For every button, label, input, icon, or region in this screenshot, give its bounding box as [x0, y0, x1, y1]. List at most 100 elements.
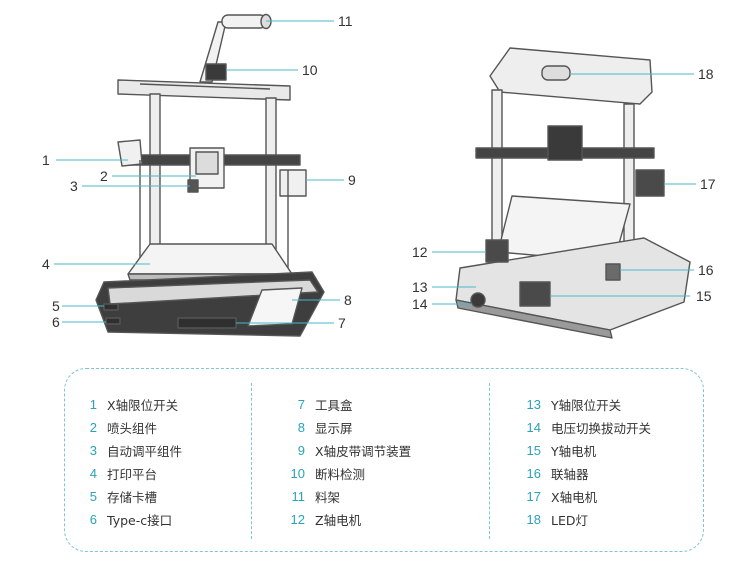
legend-number: 17	[526, 489, 541, 504]
legend-item: 1 X轴限位开关	[79, 393, 182, 416]
spool-holder-tube	[221, 14, 267, 29]
legend-number: 2	[89, 420, 97, 435]
callout-15: 15	[696, 288, 712, 304]
legend-label: LED灯	[551, 513, 588, 528]
back-base-side	[455, 299, 613, 339]
legend-label: 电压切换拔动开关	[551, 421, 652, 436]
legend-item: 16 联轴器	[523, 462, 651, 485]
legend-label: 喷头组件	[107, 421, 158, 436]
front-top-frame	[117, 79, 291, 101]
legend-item: 3 自动调平组件	[79, 439, 182, 462]
legend-number: 7	[297, 397, 305, 412]
front-card-slot	[103, 303, 119, 311]
back-y-motor	[519, 281, 551, 307]
legend-label: 断料检测	[315, 467, 366, 482]
legend-number: 4	[89, 466, 97, 481]
front-x-limit-switch	[117, 139, 143, 167]
legend-label: Y轴限位开关	[551, 398, 622, 413]
legend-label: 工具盒	[315, 398, 353, 413]
callout-14: 14	[412, 296, 428, 312]
legend-item: 12 Z轴电机	[287, 508, 411, 531]
legend-label: 料架	[315, 490, 341, 505]
legend-item: 8 显示屏	[287, 416, 411, 439]
legend-item: 4 打印平台	[79, 462, 182, 485]
filament-sensor-part	[205, 63, 227, 81]
legend-item: 18 LED灯	[523, 508, 651, 531]
front-top-frame-inner	[139, 83, 271, 90]
legend-label: Z轴电机	[315, 513, 362, 528]
legend-number: 15	[526, 443, 541, 458]
legend-number: 1	[89, 397, 97, 412]
printer-diagram: 1 2 3 4 5 6 7 8 9 10 11 12 13 14 15 16 1…	[42, 13, 716, 339]
legend-label: 自动调平组件	[107, 444, 183, 459]
legend-item: 11 料架	[287, 485, 411, 508]
callout-8: 8	[344, 292, 352, 308]
legend-label: 显示屏	[315, 421, 353, 436]
legend-number: 14	[526, 420, 541, 435]
callout-2: 2	[100, 168, 108, 184]
legend-column-2: 7 工具盒 8 显示屏 9 X轴皮带调节装置 10 断料检测 11 料架 12 Z轴电机	[287, 393, 412, 531]
callout-4: 4	[42, 256, 50, 272]
back-voltage-switch	[470, 292, 486, 308]
legend-item: 17 X轴电机	[523, 485, 651, 508]
legend-divider-2	[489, 383, 490, 539]
front-tool-box	[177, 317, 237, 329]
back-top-handle	[489, 47, 653, 105]
back-led-light	[541, 65, 571, 81]
front-hotend-fan	[195, 151, 219, 175]
callout-17: 17	[700, 176, 716, 192]
legend-number: 6	[89, 512, 97, 527]
callout-1: 1	[42, 152, 50, 168]
legend-label: 存储卡槽	[107, 490, 158, 505]
legend-item: 14 电压切换拔动开关	[523, 416, 651, 439]
legend-item: 6 Type-c接口	[79, 508, 182, 531]
legend-number: 18	[526, 512, 541, 527]
front-belt-tensioner	[279, 169, 307, 197]
legend-number: 10	[290, 466, 305, 481]
printer-back-view	[455, 47, 691, 339]
callout-6: 6	[52, 314, 60, 330]
legend-label: X轴电机	[551, 490, 598, 505]
front-type-c-port	[105, 317, 121, 325]
legend-label: X轴皮带调节装置	[315, 444, 412, 459]
legend-item: 2 喷头组件	[79, 416, 182, 439]
legend-item: 13 Y轴限位开关	[523, 393, 651, 416]
back-z-motor	[485, 239, 509, 263]
back-coupler	[605, 263, 621, 281]
legend-number: 12	[290, 512, 305, 527]
printer-front-view	[95, 13, 325, 337]
callout-16: 16	[698, 262, 714, 278]
front-base-top	[107, 279, 319, 305]
callout-9: 9	[348, 172, 356, 188]
legend-number: 13	[526, 397, 541, 412]
legend-label: X轴限位开关	[107, 398, 179, 413]
legend-item: 5 存储卡槽	[79, 485, 182, 508]
legend-number: 5	[89, 489, 97, 504]
legend-box: 1 X轴限位开关 2 喷头组件 3 自动调平组件 4 打印平台 5 存储卡槽 6 Type-…	[64, 368, 704, 552]
callout-13: 13	[412, 279, 428, 295]
legend-item: 9 X轴皮带调节装置	[287, 439, 411, 462]
callout-10: 10	[302, 62, 318, 78]
legend-column-1: 1 X轴限位开关 2 喷头组件 3 自动调平组件 4 打印平台 5 存储卡槽 6 Type-…	[79, 393, 182, 531]
callout-11: 11	[338, 13, 353, 29]
callout-3: 3	[70, 178, 78, 194]
legend-label: 打印平台	[107, 467, 158, 482]
callout-5: 5	[52, 298, 60, 314]
front-print-bed	[127, 243, 293, 275]
legend-number: 3	[89, 443, 97, 458]
legend-number: 8	[297, 420, 305, 435]
callout-7: 7	[338, 315, 346, 331]
front-right-upright	[265, 97, 277, 269]
legend-number: 16	[526, 466, 541, 481]
legend-label: 联轴器	[551, 467, 589, 482]
legend-label: Type-c接口	[107, 513, 173, 528]
callout-18: 18	[698, 66, 714, 82]
legend-item: 7 工具盒	[287, 393, 411, 416]
front-display	[247, 287, 303, 327]
legend-number: 11	[291, 489, 306, 504]
back-hotend	[547, 125, 583, 161]
front-left-upright	[149, 93, 161, 255]
legend-number: 9	[297, 443, 305, 458]
